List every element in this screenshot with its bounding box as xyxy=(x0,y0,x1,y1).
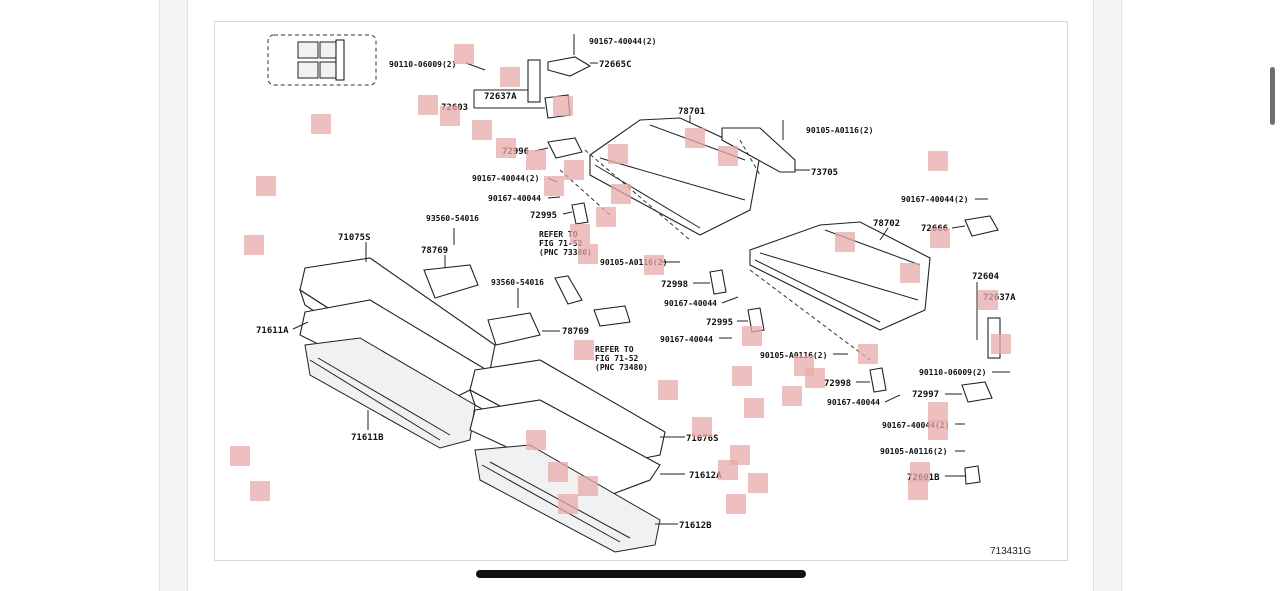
label-90110-06009-2-right: 90110-06009(2) xyxy=(919,368,986,377)
label-90167-40044-2-top: 90167-40044(2) xyxy=(589,37,656,46)
page-gutter-left xyxy=(160,0,188,591)
label-72995-left: 72995 xyxy=(530,211,557,221)
label-72637a-right: 72637A xyxy=(983,293,1016,303)
label-72998-bottom: 72998 xyxy=(824,379,851,389)
label-90167-40044-middle: 90167-40044 xyxy=(664,299,717,308)
label-72665c: 72665C xyxy=(599,60,632,70)
redaction-marks xyxy=(230,44,1011,514)
label-71612b: 71612B xyxy=(679,521,712,531)
label-72637a-top: 72637A xyxy=(484,92,517,102)
seat-frame-drawings xyxy=(589,117,931,331)
label-90105-a0116-2-bottom: 90105-A0116(2) xyxy=(880,447,947,456)
label-72995-right: 72995 xyxy=(706,318,733,328)
label-73705: 73705 xyxy=(811,168,838,178)
label-71611a: 71611A xyxy=(256,326,289,336)
label-72604: 72604 xyxy=(972,272,1000,282)
label-78702: 78702 xyxy=(873,219,900,229)
seat-cushion-drawings xyxy=(298,257,666,553)
label-90110-06009-2-top: 90110-06009(2) xyxy=(389,60,456,69)
label-90167-40044-left: 90167-40044 xyxy=(488,194,541,203)
label-90105-a0116-2-middle: 90105-A0116(2) xyxy=(600,258,667,267)
viewer-margin-left xyxy=(0,0,160,591)
label-90167-40044-lower: 90167-40044 xyxy=(660,335,713,344)
label-90105-a0116-2-top: 90105-A0116(2) xyxy=(806,126,873,135)
label-71612a: 71612A xyxy=(689,471,722,481)
label-90105-a0116-2-lower: 90105-A0116(2) xyxy=(760,351,827,360)
label-pnc-73380: (PNC 73380) xyxy=(539,248,592,257)
page-gutter-right xyxy=(1093,0,1121,591)
scrollbar-thumb[interactable] xyxy=(1270,67,1275,125)
label-90167-40044-bottom: 90167-40044 xyxy=(827,398,880,407)
viewer-margin-right xyxy=(1121,0,1280,591)
label-90167-40044-2-right: 90167-40044(2) xyxy=(901,195,968,204)
vehicle-seat-layout-icon xyxy=(267,34,377,86)
label-72998-top: 72998 xyxy=(661,280,688,290)
label-78769-top: 78769 xyxy=(421,246,448,256)
label-refer-to-1: REFER TO xyxy=(539,230,578,239)
diagram-reference-code: 713431G xyxy=(990,546,1032,557)
label-fig-71-52-2: FIG 71-52 xyxy=(595,354,639,363)
label-90167-40044-2-left: 90167-40044(2) xyxy=(472,174,539,183)
part-number-labels: 90167-40044(2) 90110-06009(2) 72665C 726… xyxy=(256,37,1016,531)
label-78769-bottom: 78769 xyxy=(562,327,589,337)
home-indicator-bar[interactable] xyxy=(476,570,806,578)
label-71076s: 71076S xyxy=(686,434,719,444)
label-78701: 78701 xyxy=(678,107,705,117)
label-71611b: 71611B xyxy=(351,433,384,443)
label-fig-71-52-1: FIG 71-52 xyxy=(539,239,583,248)
label-pnc-73480: (PNC 73480) xyxy=(595,363,648,372)
label-90167-40044-2-bottom: 90167-40044(2) xyxy=(882,421,949,430)
label-refer-to-2: REFER TO xyxy=(595,345,634,354)
label-71075s: 71075S xyxy=(338,233,371,243)
label-72997: 72997 xyxy=(912,390,939,400)
label-93560-54016-middle: 93560-54016 xyxy=(491,278,544,287)
label-93560-54016-top: 93560-54016 xyxy=(426,214,479,223)
